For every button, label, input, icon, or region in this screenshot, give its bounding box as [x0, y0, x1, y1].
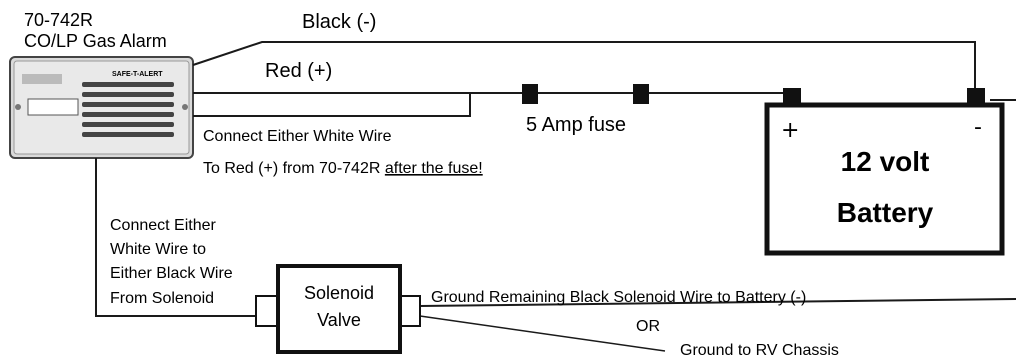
alarm-logo-mark — [22, 74, 62, 84]
solenoid-label-line1: Solenoid — [304, 283, 374, 303]
solenoid-port-left — [255, 295, 279, 327]
black-wire-label: Black (-) — [302, 11, 376, 33]
alarm-name-label: CO/LP Gas Alarm — [24, 31, 167, 51]
or-label: OR — [636, 318, 660, 335]
battery-minus-symbol: - — [974, 115, 982, 140]
battery-label-line1: 12 volt — [841, 146, 930, 177]
left-note-line3: Either Black Wire — [110, 265, 233, 282]
fuse-cap-right — [633, 84, 649, 104]
to-red-note-emphasis: after the fuse! — [385, 160, 483, 177]
battery-plus-symbol: + — [781, 118, 799, 143]
alarm-vent-slots — [82, 82, 174, 137]
alarm-brand-text: SAFE-T-ALERT — [112, 71, 163, 78]
white-wire-to-solenoid — [95, 158, 256, 317]
battery-pos-terminal — [783, 88, 801, 104]
ground-chassis-note: Ground to RV Chassis — [680, 342, 839, 359]
connect-white-note: Connect Either White Wire — [203, 128, 392, 145]
alarm-screw-right — [182, 104, 188, 110]
alarm-model-label: 70-742R — [24, 10, 93, 30]
left-note-line1: Connect Either — [110, 217, 217, 234]
red-wire-label: Red (+) — [265, 60, 332, 82]
fuse — [522, 84, 649, 104]
battery: + - 12 volt Battery — [764, 88, 1005, 256]
black-wire — [192, 41, 976, 95]
fuse-cap-left — [522, 84, 538, 104]
fuse-label: 5 Amp fuse — [526, 114, 626, 136]
left-note-line4: From Solenoid — [110, 290, 214, 307]
alarm-display-window — [27, 98, 79, 116]
alarm-screw-left — [15, 104, 21, 110]
battery-case — [764, 102, 1005, 256]
ground-battery-note: Ground Remaining Black Solenoid Wire to … — [431, 289, 806, 306]
solenoid-port-right — [399, 295, 421, 327]
battery-neg-terminal — [967, 88, 985, 104]
left-note-line2: White Wire to — [110, 241, 206, 258]
ground-battery-wire — [419, 298, 1016, 307]
solenoid-valve: Solenoid Valve — [255, 264, 421, 354]
solenoid-label-line2: Valve — [317, 310, 361, 330]
to-red-note: To Red (+) from 70-742R after the fuse! — [203, 160, 483, 177]
to-red-note-prefix: To Red (+) from 70-742R — [203, 160, 385, 177]
alarm-unit: SAFE-T-ALERT — [9, 56, 194, 159]
battery-label-line2: Battery — [837, 197, 934, 228]
white-wire-to-red — [193, 93, 471, 117]
wires — [95, 41, 1016, 352]
ground-chassis-wire — [419, 315, 666, 352]
solenoid-body — [276, 264, 402, 354]
